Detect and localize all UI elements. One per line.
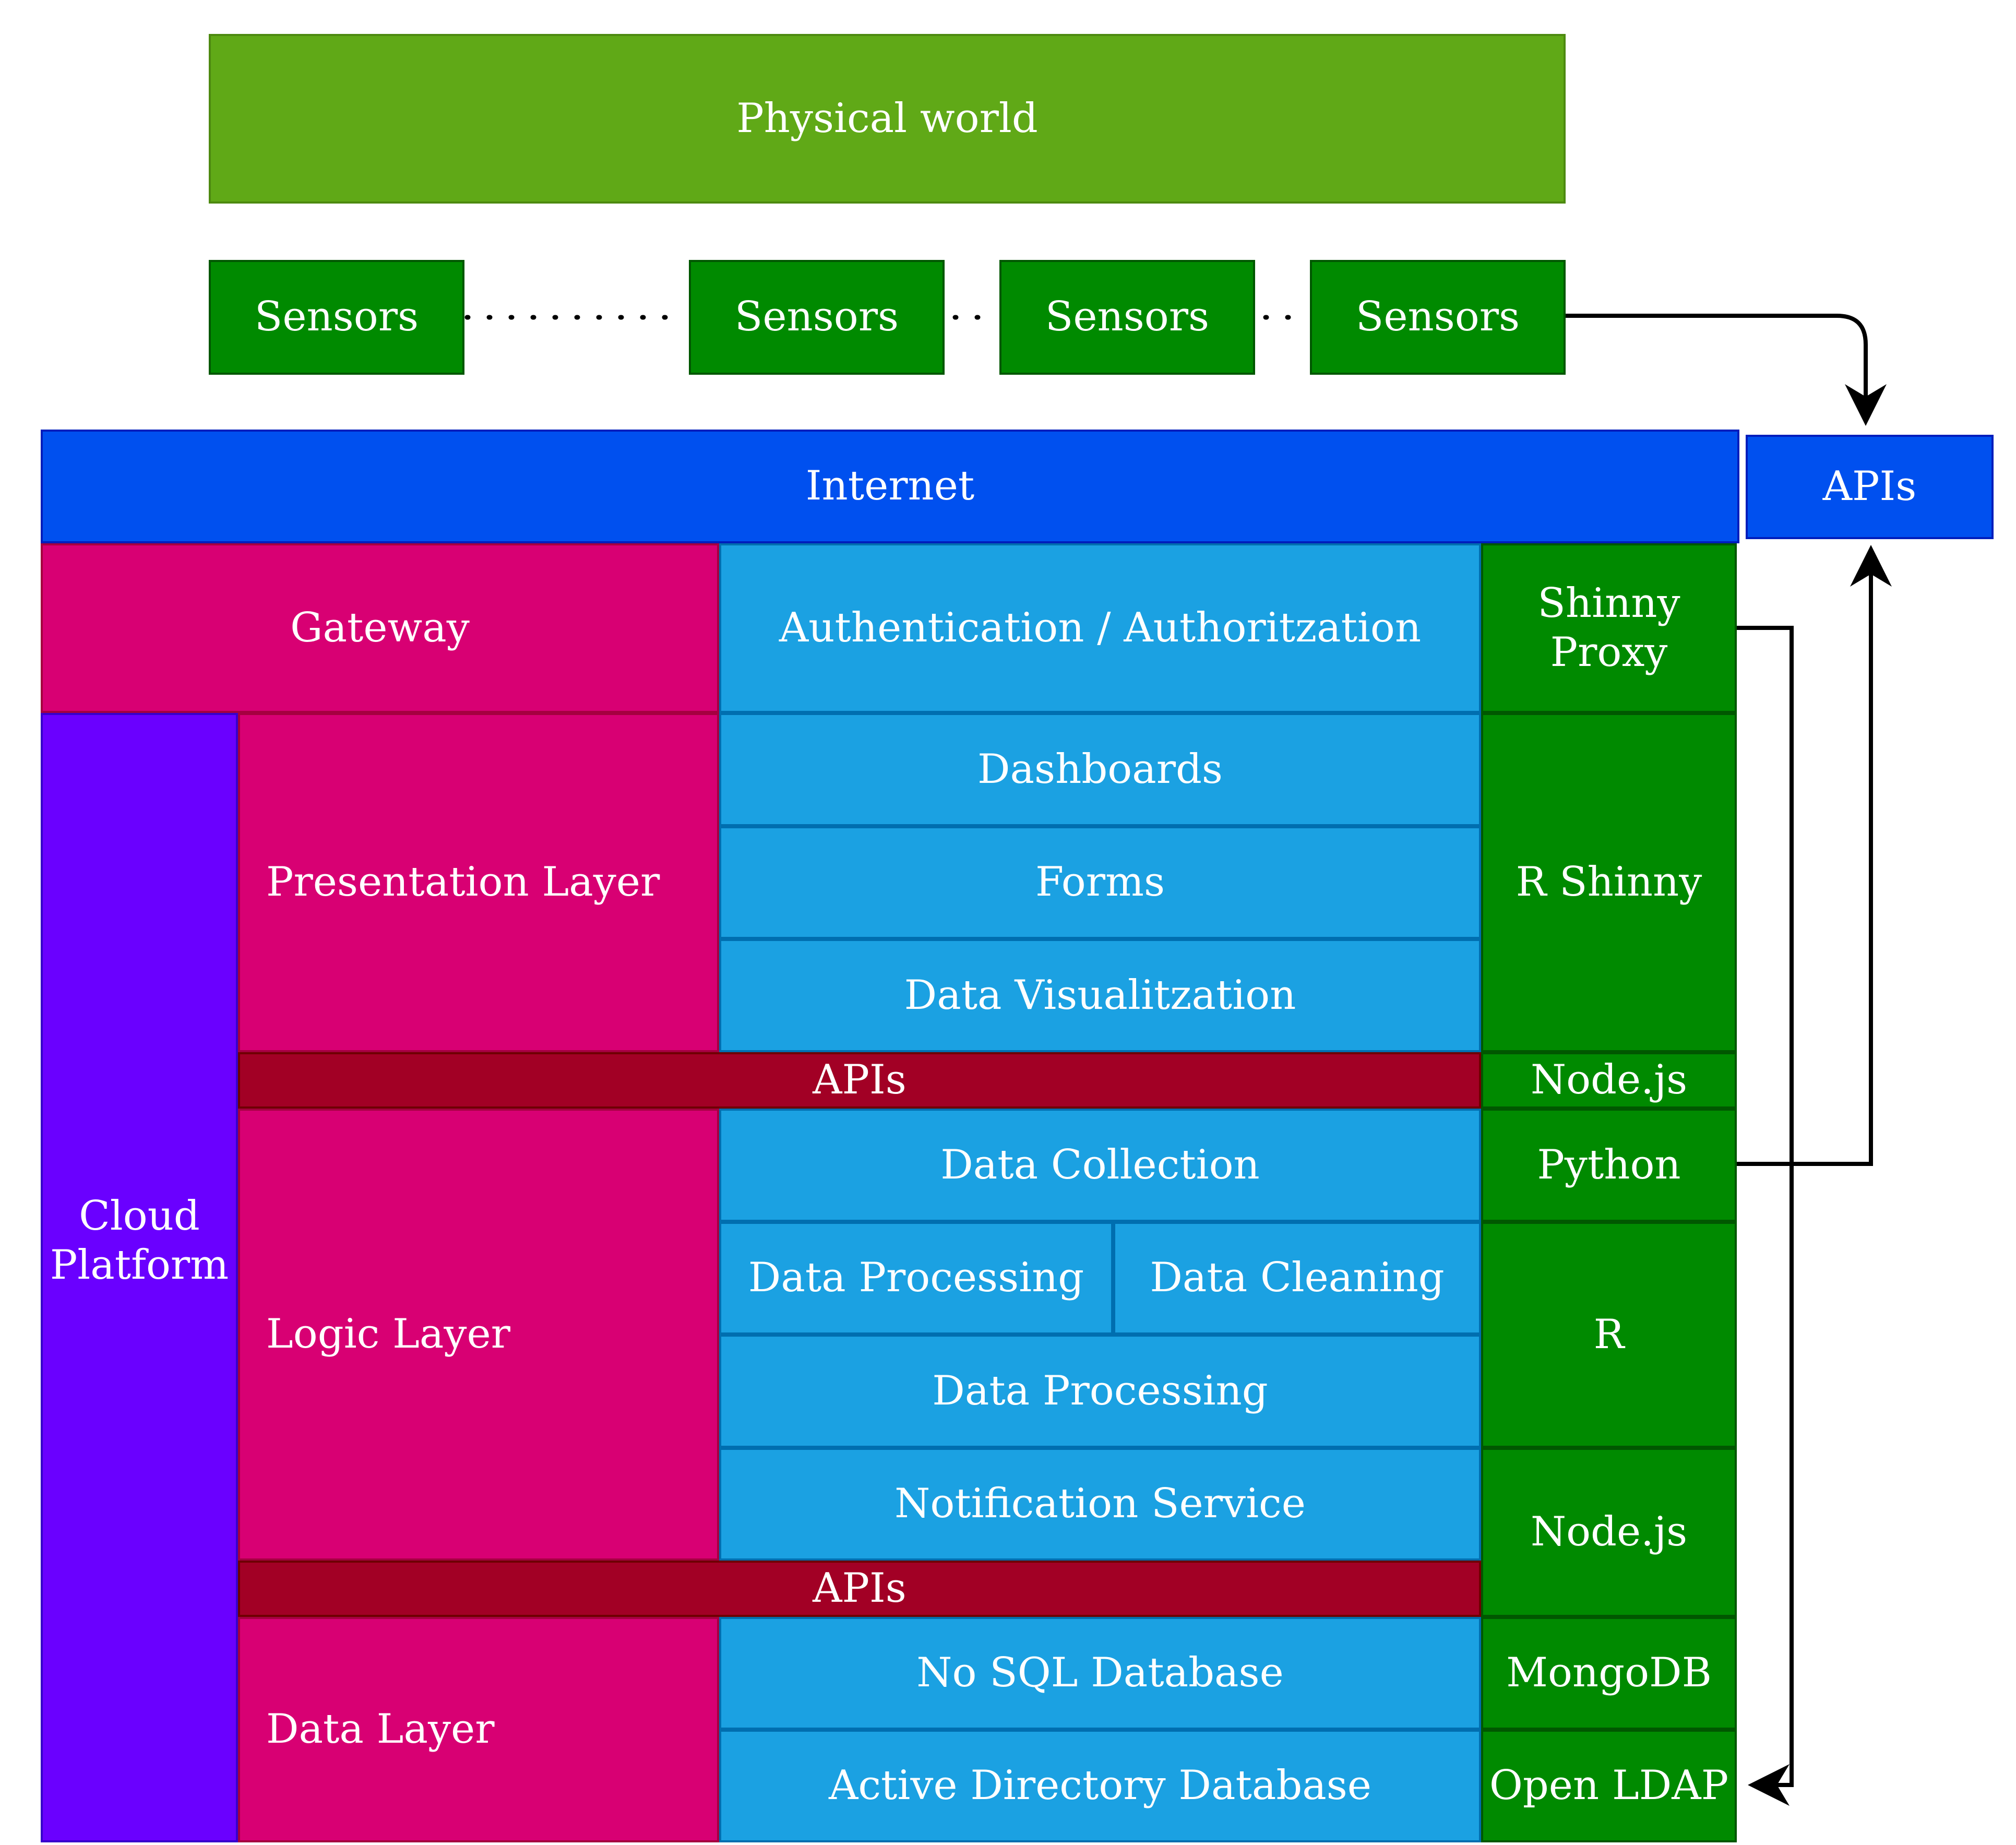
shiny-proxy-to-ldap-arrow (1737, 626, 1794, 1806)
sensor-box-4: Sensors (1310, 260, 1566, 375)
notification-service-label: Notification Service (894, 1480, 1306, 1528)
open-ldap-box: Open LDAP (1481, 1730, 1737, 1842)
auth-label: Authentication / Authoritzation (779, 604, 1422, 651)
data-cleaning-label: Data Cleaning (1150, 1254, 1445, 1302)
presentation-layer-label: Presentation Layer (266, 859, 660, 906)
internet-box: Internet (41, 430, 1739, 543)
data-visualization-box: Data Visualitzation (719, 939, 1481, 1052)
data-processing-b-label: Data Processing (932, 1367, 1268, 1414)
gateway-label: Gateway (290, 604, 470, 651)
notification-service-box: Notification Service (719, 1448, 1481, 1561)
shiny-proxy-label: Shinny Proxy (1537, 579, 1680, 676)
logic-layer-label: Logic Layer (266, 1311, 510, 1358)
python-to-apis-arrow (1737, 545, 1892, 1166)
r-shiny-label: R Shinny (1516, 859, 1702, 906)
r-shiny-box: R Shinny (1481, 713, 1737, 1052)
data-processing-box-b: Data Processing (719, 1335, 1481, 1448)
forms-label: Forms (1035, 859, 1165, 906)
sensor-label: Sensors (734, 293, 899, 341)
data-visualization-label: Data Visualitzation (904, 971, 1296, 1019)
gateway-box: Gateway (41, 543, 719, 713)
r-label: R (1593, 1311, 1625, 1358)
data-cleaning-box: Data Cleaning (1113, 1222, 1481, 1335)
apis-band-2-label: APIs (813, 1565, 906, 1612)
active-directory-database-label: Active Directory Database (829, 1762, 1371, 1810)
r-box: R (1481, 1222, 1737, 1448)
physical-world-box: Physical world (209, 34, 1566, 204)
nodejs-1-label: Node.js (1530, 1056, 1688, 1104)
cloud-platform-label: Cloud Platform (50, 1193, 229, 1289)
sensor-label: Sensors (1355, 293, 1520, 341)
apis-band-1-label: APIs (813, 1056, 906, 1104)
shiny-proxy-box: Shinny Proxy (1481, 543, 1737, 713)
nosql-database-box: No SQL Database (719, 1617, 1481, 1730)
python-label: Python (1537, 1141, 1681, 1188)
presentation-layer-box: Presentation Layer (238, 713, 719, 1052)
dashboards-label: Dashboards (977, 745, 1223, 793)
sensor-box-1: Sensors (209, 260, 464, 375)
nodejs-2-label: Node.js (1530, 1508, 1688, 1556)
data-layer-label: Data Layer (266, 1706, 495, 1753)
physical-world-label: Physical world (736, 94, 1038, 142)
external-apis-label: APIs (1822, 463, 1917, 510)
forms-box: Forms (719, 826, 1481, 939)
active-directory-database-box: Active Directory Database (719, 1730, 1481, 1842)
data-processing-box-a: Data Processing (719, 1222, 1113, 1335)
nosql-database-label: No SQL Database (916, 1649, 1284, 1697)
data-processing-a-label: Data Processing (748, 1254, 1084, 1302)
data-layer-box: Data Layer (238, 1617, 719, 1842)
open-ldap-label: Open LDAP (1489, 1762, 1729, 1810)
logic-layer-box: Logic Layer (238, 1109, 719, 1561)
auth-box: Authentication / Authoritzation (719, 543, 1481, 713)
mongodb-label: MongoDB (1506, 1649, 1712, 1697)
external-apis-box: APIs (1746, 435, 1994, 539)
sensors-to-apis-arrow (1566, 314, 1887, 426)
internet-label: Internet (805, 462, 975, 510)
data-collection-label: Data Collection (940, 1141, 1260, 1188)
dashboards-box: Dashboards (719, 713, 1481, 826)
apis-band-1: APIs (238, 1052, 1481, 1109)
python-box: Python (1481, 1109, 1737, 1222)
nodejs-box-1: Node.js (1481, 1052, 1737, 1109)
data-collection-box: Data Collection (719, 1109, 1481, 1222)
apis-band-2: APIs (238, 1561, 1481, 1617)
nodejs-box-2: Node.js (1481, 1448, 1737, 1617)
cloud-platform-box: Cloud Platform (41, 713, 238, 1842)
sensor-label: Sensors (254, 293, 419, 341)
sensor-box-3: Sensors (999, 260, 1255, 375)
mongodb-box: MongoDB (1481, 1617, 1737, 1730)
sensor-label: Sensors (1045, 293, 1210, 341)
sensor-box-2: Sensors (689, 260, 945, 375)
